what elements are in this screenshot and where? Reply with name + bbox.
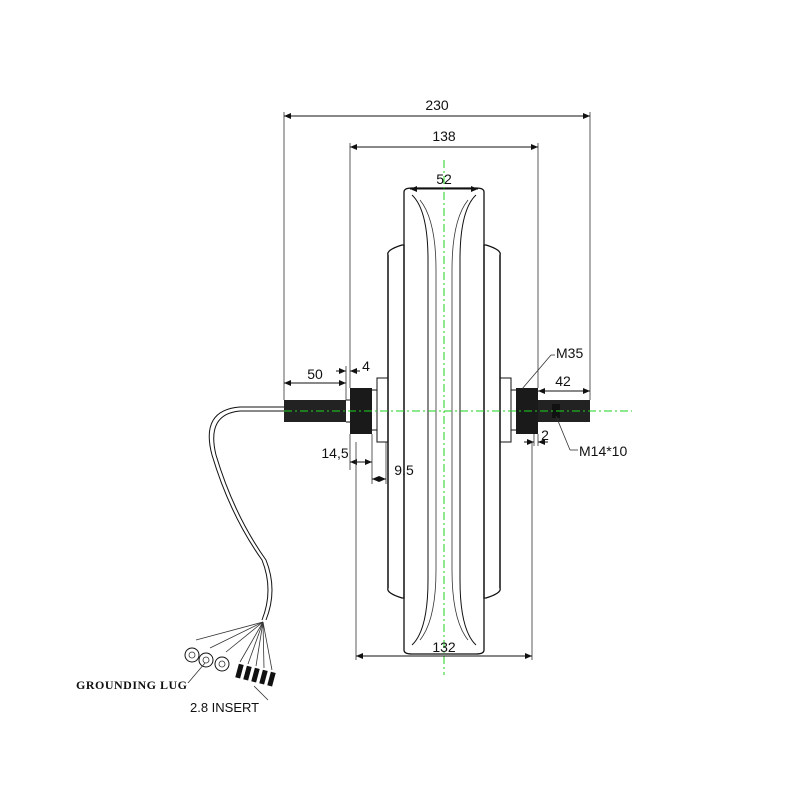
dim-inner-width: 132 <box>432 639 456 655</box>
rim-channel-right <box>459 194 477 646</box>
rim-channel-left <box>411 194 429 646</box>
cable-assembly <box>184 406 284 701</box>
insert-pin-1 <box>235 663 244 679</box>
motor-shell-right <box>483 244 501 599</box>
left-hub-plate <box>376 377 389 443</box>
dimension-lines <box>283 112 591 660</box>
dim-bolt-spec: M14*10 <box>579 443 627 459</box>
dimension-labels: 230 138 52 50 4 M35 42 2 M14*10 14,5 9,5… <box>307 97 627 655</box>
dim-outer-width: 138 <box>432 128 456 144</box>
ring-lug-2 <box>198 652 214 668</box>
component-labels: GROUNDING LUG 2.8 INSERT <box>76 678 259 715</box>
right-hub-plate <box>499 377 512 443</box>
cable <box>208 406 284 621</box>
dim-flange-gap: 4 <box>362 358 370 374</box>
insert-pin-3 <box>251 667 260 683</box>
ring-lug-3 <box>214 656 230 672</box>
motor-shell <box>387 244 405 599</box>
insert-pin-5 <box>267 671 276 687</box>
dim-bearing-width: 9,5 <box>394 462 414 478</box>
grounding-lug-label: GROUNDING LUG <box>76 678 188 692</box>
dim-rim-width: 52 <box>436 171 452 187</box>
dim-thread-right: M35 <box>556 345 583 361</box>
insert-label: 2.8 INSERT <box>190 700 259 715</box>
dim-axle-left: 50 <box>307 366 323 382</box>
dim-overall-width: 230 <box>425 97 449 113</box>
dim-hub-offset: 14,5 <box>321 445 348 461</box>
dim-spacer-right: 2 <box>541 427 549 443</box>
ring-lug-1 <box>184 647 200 663</box>
dim-axle-right: 42 <box>555 373 571 389</box>
insert-pin-4 <box>259 669 268 685</box>
insert-pin-2 <box>243 665 252 681</box>
left-threaded-axle <box>284 400 346 422</box>
